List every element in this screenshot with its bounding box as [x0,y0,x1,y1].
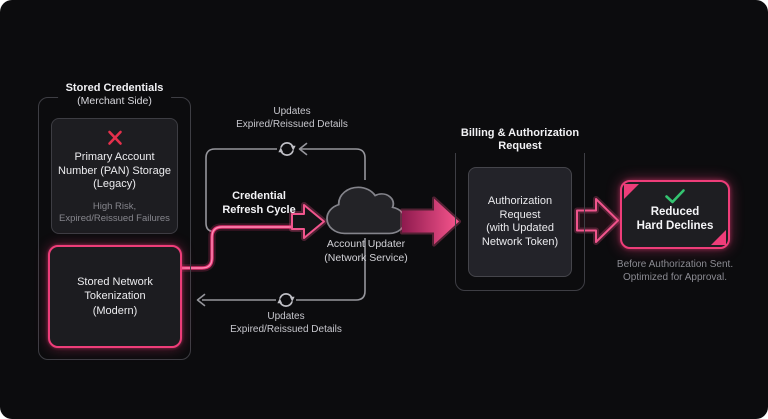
refresh-cycle-arrow-icon [289,202,327,241]
check-icon [665,189,685,204]
stored-credentials-panel: Stored Credentials (Merchant Side) Prima… [38,82,191,360]
billing-authorization-panel: Billing & Authorization Request Authoriz… [442,127,598,291]
refresh-icon [277,139,297,159]
panel-subtitle: (Merchant Side) [77,95,152,107]
panel-title: Stored Credentials [65,82,164,94]
authorization-request-box: Authorization Request (with Updated Netw… [468,167,572,277]
x-mark-icon [107,130,122,145]
credential-refresh-path [176,223,302,272]
arrowhead-left-icon [196,293,206,307]
stored-credentials-legend: Stored Credentials (Merchant Side) [57,82,172,108]
pan-box-title: Primary Account Number (PAN) Storage (Le… [58,151,171,190]
pan-box-subtitle: High Risk, Expired/Reissued Failures [59,200,170,224]
account-updater-label: Account Updater (Network Service) [324,238,408,264]
bottom-update-loop [196,238,366,307]
refresh-icon [276,290,296,310]
token-box-title: Stored Network Tokenization (Modern) [77,275,153,317]
bottom-update-note: Updates Expired/Reissued Details [230,311,342,335]
flow-arrow-to-billing [400,196,461,247]
corner-accent-top-left [624,184,639,199]
billing-panel-legend: Billing & Authorization Request [442,127,598,153]
flow-arrow-to-outcome [574,196,621,245]
outcome-title: Reduced Hard Declines [636,206,714,232]
top-update-note: Updates Expired/Reissued Details [236,106,348,130]
credential-refresh-cycle-label: Credential Refresh Cycle [222,190,296,216]
cloud-icon [326,186,406,235]
authorization-request-title: Authorization Request (with Updated Netw… [481,195,559,248]
network-tokenization-box: Stored Network Tokenization (Modern) [48,245,182,348]
reduced-hard-declines-box: Reduced Hard Declines [620,180,730,249]
arrowhead-left-icon [298,142,308,156]
top-update-loop [205,142,366,233]
outcome-caption: Before Authorization Sent. Optimized for… [616,259,734,283]
pan-storage-box: Primary Account Number (PAN) Storage (Le… [51,118,178,234]
